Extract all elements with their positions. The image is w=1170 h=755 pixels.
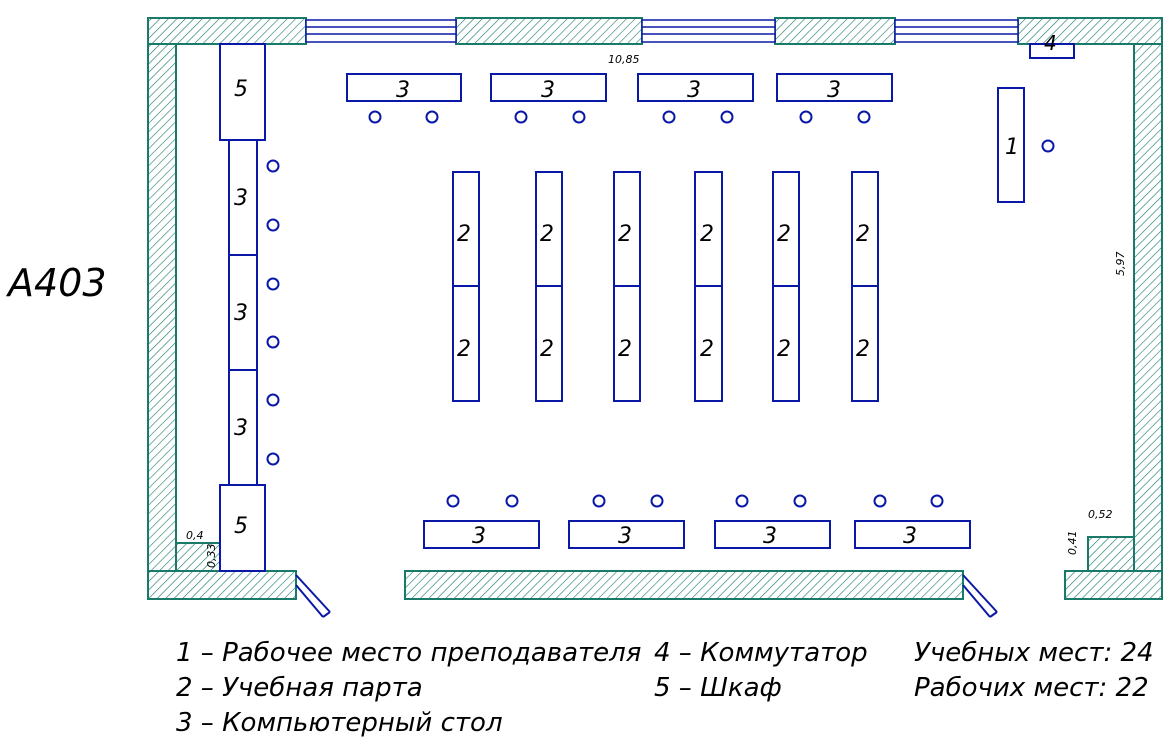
dim-corner-right-w: 0,52 — [1088, 508, 1113, 521]
computer-desk-top-3 — [637, 73, 754, 102]
student-desk-label: 2 — [618, 222, 632, 247]
computer-desk-bottom-2-label: 3 — [618, 524, 632, 549]
column-left — [175, 542, 221, 572]
student-desk — [772, 285, 800, 402]
cabinet-top-label: 5 — [234, 77, 248, 102]
room-label: A403 — [5, 261, 107, 305]
student-desk-label: 2 — [540, 337, 554, 362]
computer-desk-bottom-1 — [423, 520, 540, 549]
legend-item-4: 4 – Коммутатор — [654, 638, 868, 668]
dim-corner-left-h: 0,33 — [205, 544, 218, 569]
legend-item-2: 2 – Учебная парта — [176, 673, 423, 703]
computer-desk-top-4 — [776, 73, 893, 102]
student-desk-label: 2 — [856, 222, 870, 247]
wall-bottom-mid — [404, 570, 964, 600]
student-desk — [613, 171, 641, 287]
chairs-top — [368, 110, 871, 124]
chairs-left — [266, 159, 280, 466]
student-desk — [535, 285, 563, 402]
computer-desk-top-1 — [346, 73, 462, 102]
computer-desk-left-2 — [228, 254, 258, 371]
student-desk-label: 2 — [856, 337, 870, 362]
student-desk-label: 2 — [700, 222, 714, 247]
computer-desk-bottom-4-label: 3 — [903, 524, 917, 549]
student-desk-label: 2 — [777, 222, 791, 247]
computer-desk-left-2-label: 3 — [234, 301, 248, 326]
computer-desk-top-1-label: 3 — [396, 78, 410, 103]
study-places-count: Учебных мест: 24 — [914, 638, 1154, 668]
cabinet-bottom-label: 5 — [234, 514, 248, 539]
windows-top — [305, 19, 1019, 43]
computer-desk-top-4-label: 3 — [827, 78, 841, 103]
cabinet-bottom — [219, 484, 266, 572]
computer-desk-bottom-2 — [568, 520, 685, 549]
door-right — [962, 574, 998, 618]
computer-desk-left-3 — [228, 369, 258, 486]
student-desk-label: 2 — [457, 337, 471, 362]
dim-width: 5,97 — [1114, 252, 1127, 277]
student-desk-label: 2 — [457, 222, 471, 247]
dim-corner-left-w: 0,4 — [186, 529, 204, 542]
teacher-chair — [1041, 139, 1055, 153]
computer-desk-bottom-4 — [854, 520, 971, 549]
wall-bottom-left — [147, 570, 297, 600]
computer-desk-left-3-label: 3 — [234, 416, 248, 441]
student-desk-label: 2 — [540, 222, 554, 247]
chairs-bottom — [446, 494, 944, 508]
student-desk-label: 2 — [618, 337, 632, 362]
wall-right — [1133, 43, 1163, 600]
computer-desk-top-2 — [490, 73, 607, 102]
wall-top-right — [1017, 17, 1163, 45]
student-desk — [851, 285, 879, 402]
teacher-desk — [997, 87, 1025, 203]
column-right — [1087, 536, 1135, 572]
student-desk — [535, 171, 563, 287]
student-desk — [772, 171, 800, 287]
wall-top-mid2 — [774, 17, 896, 45]
legend-item-1: 1 – Рабочее место преподавателя — [176, 638, 641, 668]
student-desks — [452, 171, 879, 402]
computer-desk-bottom-3-label: 3 — [763, 524, 777, 549]
wall-top-left — [147, 17, 307, 45]
computer-desk-top-3-label: 3 — [687, 78, 701, 103]
legend-item-3: 3 – Компьютерный стол — [176, 708, 503, 738]
switch — [1029, 43, 1075, 59]
computer-desk-top-2-label: 3 — [541, 78, 555, 103]
wall-bottom-right — [1064, 570, 1163, 600]
legend-item-5: 5 – Шкаф — [654, 673, 782, 703]
student-desk — [452, 285, 480, 402]
switch-label: 4 — [1044, 31, 1057, 55]
door-left — [295, 574, 331, 618]
work-places-count: Рабочих мест: 22 — [914, 673, 1149, 703]
dim-corner-right-h: 0,41 — [1066, 531, 1079, 556]
computer-desk-bottom-3 — [714, 520, 831, 549]
student-desk — [613, 285, 641, 402]
teacher-desk-label: 1 — [1005, 135, 1019, 160]
student-desk — [694, 285, 723, 402]
wall-left — [147, 43, 177, 600]
computer-desk-bottom-1-label: 3 — [472, 524, 486, 549]
student-desk-label: 2 — [777, 337, 791, 362]
wall-top-mid1 — [455, 17, 643, 45]
student-desk-label: 2 — [700, 337, 714, 362]
computer-desk-left-1-label: 3 — [234, 186, 248, 211]
dim-length: 10,85 — [608, 53, 640, 66]
